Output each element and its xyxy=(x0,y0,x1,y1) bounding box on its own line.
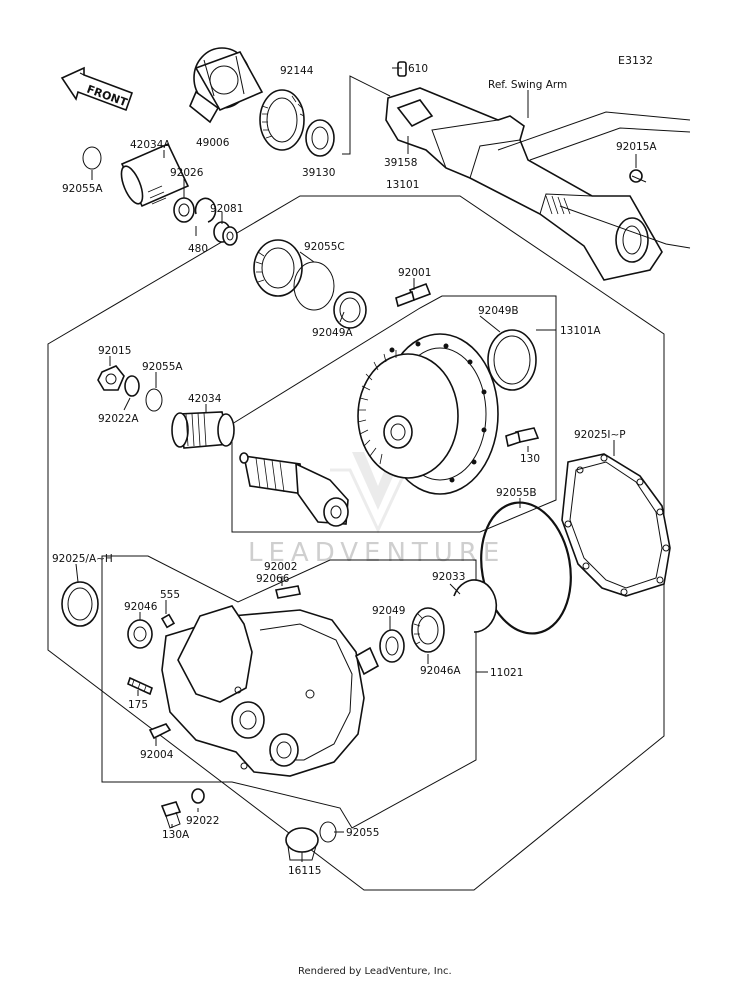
label-92144: 92144 xyxy=(280,65,314,77)
label-92022A: 92022A xyxy=(98,413,139,425)
part-92026 xyxy=(173,197,195,223)
front-arrow-icon xyxy=(60,66,134,112)
part-92055A-top xyxy=(82,146,102,170)
part-92004 xyxy=(148,723,172,740)
part-92055-oring xyxy=(319,821,337,843)
swing-arm-drive-shaft xyxy=(385,61,691,281)
label-42034: 42034 xyxy=(188,393,222,405)
part-92022 xyxy=(191,788,205,804)
label-92022: 92022 xyxy=(186,815,219,827)
part-175-stud xyxy=(127,676,153,696)
label-92055B: 92055B xyxy=(496,487,537,499)
part-92046A-bearing xyxy=(411,607,445,653)
part-92055A-mid xyxy=(145,388,163,412)
assembly-frame-11021 xyxy=(101,555,477,829)
label-42034A: 42034A xyxy=(130,139,171,151)
label-92055C: 92055C xyxy=(304,241,345,253)
part-130A-bolt xyxy=(160,801,182,817)
leader-lines xyxy=(75,67,637,862)
label-92025A-H: 92025/A∼H xyxy=(52,553,113,565)
label-92004: 92004 xyxy=(140,749,174,761)
part-11021-gear-case xyxy=(161,605,365,777)
label-130A: 130A xyxy=(162,829,190,841)
label-39158: 39158 xyxy=(384,157,417,169)
part-92144 xyxy=(259,89,305,151)
part-92049A xyxy=(333,291,367,329)
part-pinion-shaft xyxy=(239,452,349,527)
label-49006: 49006 xyxy=(196,137,230,149)
label-92046A: 92046A xyxy=(420,665,461,677)
part-555 xyxy=(160,613,176,629)
label-92015A: 92015A xyxy=(616,141,657,153)
assembly-frame-13101 xyxy=(47,195,665,891)
label-92055A-mid: 92055A xyxy=(142,361,183,373)
label-92026: 92026 xyxy=(170,167,204,179)
part-92049B xyxy=(487,329,537,391)
part-49006 xyxy=(189,47,264,124)
part-92033 xyxy=(453,579,498,633)
part-92055C-bearing xyxy=(253,239,303,297)
label-ref-swing-arm: Ref. Swing Arm xyxy=(488,79,567,91)
part-92025A-H xyxy=(61,581,99,627)
label-175: 175 xyxy=(128,699,148,711)
label-92046: 92046 xyxy=(124,601,158,613)
part-480 xyxy=(194,197,217,223)
part-92049 xyxy=(379,629,405,663)
label-39130: 39130 xyxy=(302,167,335,179)
part-13101A-ring-gear xyxy=(357,333,499,495)
part-labels: 92144 49006 39130 610 39158 13101 92015A… xyxy=(52,63,657,877)
label-92033: 92033 xyxy=(432,571,465,583)
part-130-bolt xyxy=(505,427,540,448)
part-92025I-P-gasket xyxy=(561,453,671,597)
watermark-text: LEADVENTURE xyxy=(248,538,505,568)
label-92001: 92001 xyxy=(398,267,431,279)
label-610: 610 xyxy=(408,63,428,75)
label-13101A: 13101A xyxy=(560,325,601,337)
part-92055B-oring xyxy=(480,501,572,635)
part-92066 xyxy=(275,585,301,599)
label-92002: 92002 xyxy=(264,561,297,573)
label-555: 555 xyxy=(160,589,180,601)
footer-credit: Rendered by LeadVenture, Inc. xyxy=(298,966,452,977)
part-92046-bearing xyxy=(127,619,153,649)
label-92025I-P: 92025I∼P xyxy=(574,429,626,441)
label-11021: 11021 xyxy=(490,667,523,679)
part-92015-nut xyxy=(97,365,125,391)
label-480: 480 xyxy=(188,243,208,255)
part-92055C-oring xyxy=(293,261,335,311)
part-collar xyxy=(354,646,380,676)
part-42034-pinion xyxy=(171,411,235,449)
part-92001-bolt xyxy=(395,282,432,308)
label-92049A: 92049A xyxy=(312,327,353,339)
diagram-code: E3132 xyxy=(618,54,653,67)
label-92015: 92015 xyxy=(98,345,131,357)
label-92049B: 92049B xyxy=(478,305,519,317)
label-92081: 92081 xyxy=(210,203,243,215)
label-92055-bottom: 92055 xyxy=(346,827,379,839)
part-42034A xyxy=(120,142,190,208)
part-92022A xyxy=(124,375,140,397)
part-39130 xyxy=(305,119,335,157)
label-92049: 92049 xyxy=(372,605,405,617)
assembly-frame-13101A xyxy=(231,295,557,533)
part-92081 xyxy=(213,221,238,246)
label-92066: 92066 xyxy=(256,573,290,585)
label-92055A-top: 92055A xyxy=(62,183,103,195)
label-130: 130 xyxy=(520,453,540,465)
label-13101: 13101 xyxy=(386,179,419,191)
label-16115: 16115 xyxy=(288,865,321,877)
